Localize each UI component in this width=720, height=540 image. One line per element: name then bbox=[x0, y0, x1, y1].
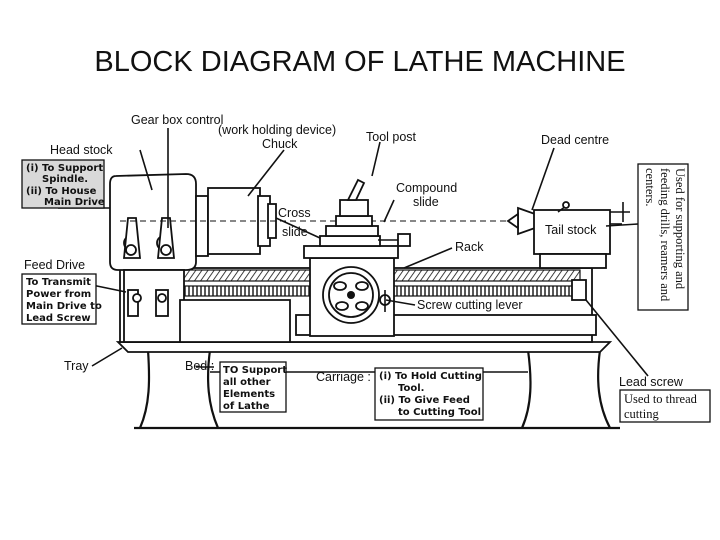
svg-text:to Cutting Tool: to Cutting Tool bbox=[398, 407, 481, 418]
tray-label: Tray bbox=[64, 359, 89, 373]
cross-slide-label: slide bbox=[282, 225, 308, 239]
work-holding-device-label: (work holding device) bbox=[218, 123, 336, 137]
page-title: BLOCK DIAGRAM OF LATHE MACHINE bbox=[94, 46, 626, 78]
tray bbox=[115, 341, 613, 353]
head-stock-label: Head stock bbox=[50, 143, 113, 157]
tail-stock-label: Tail stock bbox=[545, 223, 597, 237]
head-stock bbox=[109, 173, 197, 343]
cross-label: Cross bbox=[278, 206, 311, 220]
svg-text:Power from: Power from bbox=[26, 289, 91, 300]
svg-text:TO Support: TO Support bbox=[223, 365, 287, 376]
svg-text:Tool.: Tool. bbox=[398, 383, 424, 394]
svg-text:Main Drive to: Main Drive to bbox=[26, 301, 102, 312]
svg-text:of Lathe: of Lathe bbox=[223, 401, 270, 412]
svg-text:Used for supporting and: Used for supporting and bbox=[673, 168, 687, 290]
head-stock-note: (i) To Support Spindle. (ii) To House Ma… bbox=[21, 159, 105, 209]
dead-centre-label: Dead centre bbox=[541, 133, 609, 147]
screw-cutting-lever-label: Screw cutting lever bbox=[417, 298, 523, 312]
compound-label: Compound bbox=[396, 181, 457, 195]
tail-stock-note: Used for supporting and feeding drills, … bbox=[637, 163, 689, 311]
svg-text:Lead Screw: Lead Screw bbox=[26, 313, 91, 324]
svg-text:(ii) To House: (ii) To House bbox=[26, 186, 97, 197]
carriage-label: Carriage : bbox=[316, 370, 371, 384]
carriage-note: (i) To Hold Cutting Tool. (ii) To Give F… bbox=[374, 367, 484, 421]
tool-post-label: Tool post bbox=[366, 130, 417, 144]
feed-drive-note: To Transmit Power from Main Drive to Lea… bbox=[21, 273, 102, 325]
carriage bbox=[303, 178, 411, 337]
svg-text:(i) To Support: (i) To Support bbox=[26, 163, 103, 174]
lead-screw-note: Used to thread cutting bbox=[619, 389, 711, 423]
chuck bbox=[195, 187, 277, 257]
svg-text:all other: all other bbox=[223, 377, 271, 388]
svg-text:cutting: cutting bbox=[624, 407, 659, 421]
svg-text:(i) To Hold Cutting: (i) To Hold Cutting bbox=[379, 371, 482, 382]
svg-text:centers.: centers. bbox=[643, 168, 657, 207]
rack-label: Rack bbox=[455, 240, 484, 254]
svg-text:Spindle.: Spindle. bbox=[42, 174, 88, 185]
svg-text:Elements: Elements bbox=[223, 389, 275, 400]
bed-note: TO Support all other Elements of Lathe bbox=[219, 361, 287, 413]
compound-slide-label: slide bbox=[413, 195, 439, 209]
feed-drive-label: Feed Drive bbox=[24, 258, 85, 272]
tail-stock bbox=[506, 201, 630, 269]
gear-box-control-label: Gear box control bbox=[131, 113, 223, 127]
svg-text:(ii) To Give Feed: (ii) To Give Feed bbox=[379, 395, 470, 406]
svg-text:To Transmit: To Transmit bbox=[26, 277, 91, 288]
svg-text:feeding drills, reamers and: feeding drills, reamers and bbox=[658, 168, 672, 302]
svg-text:Used to thread: Used to thread bbox=[624, 392, 698, 406]
svg-text:Main Drive: Main Drive bbox=[44, 197, 105, 208]
bed-label: Bed : bbox=[185, 359, 214, 373]
lead-screw-label: Lead screw bbox=[619, 375, 684, 389]
chuck-label: Chuck bbox=[262, 137, 298, 151]
